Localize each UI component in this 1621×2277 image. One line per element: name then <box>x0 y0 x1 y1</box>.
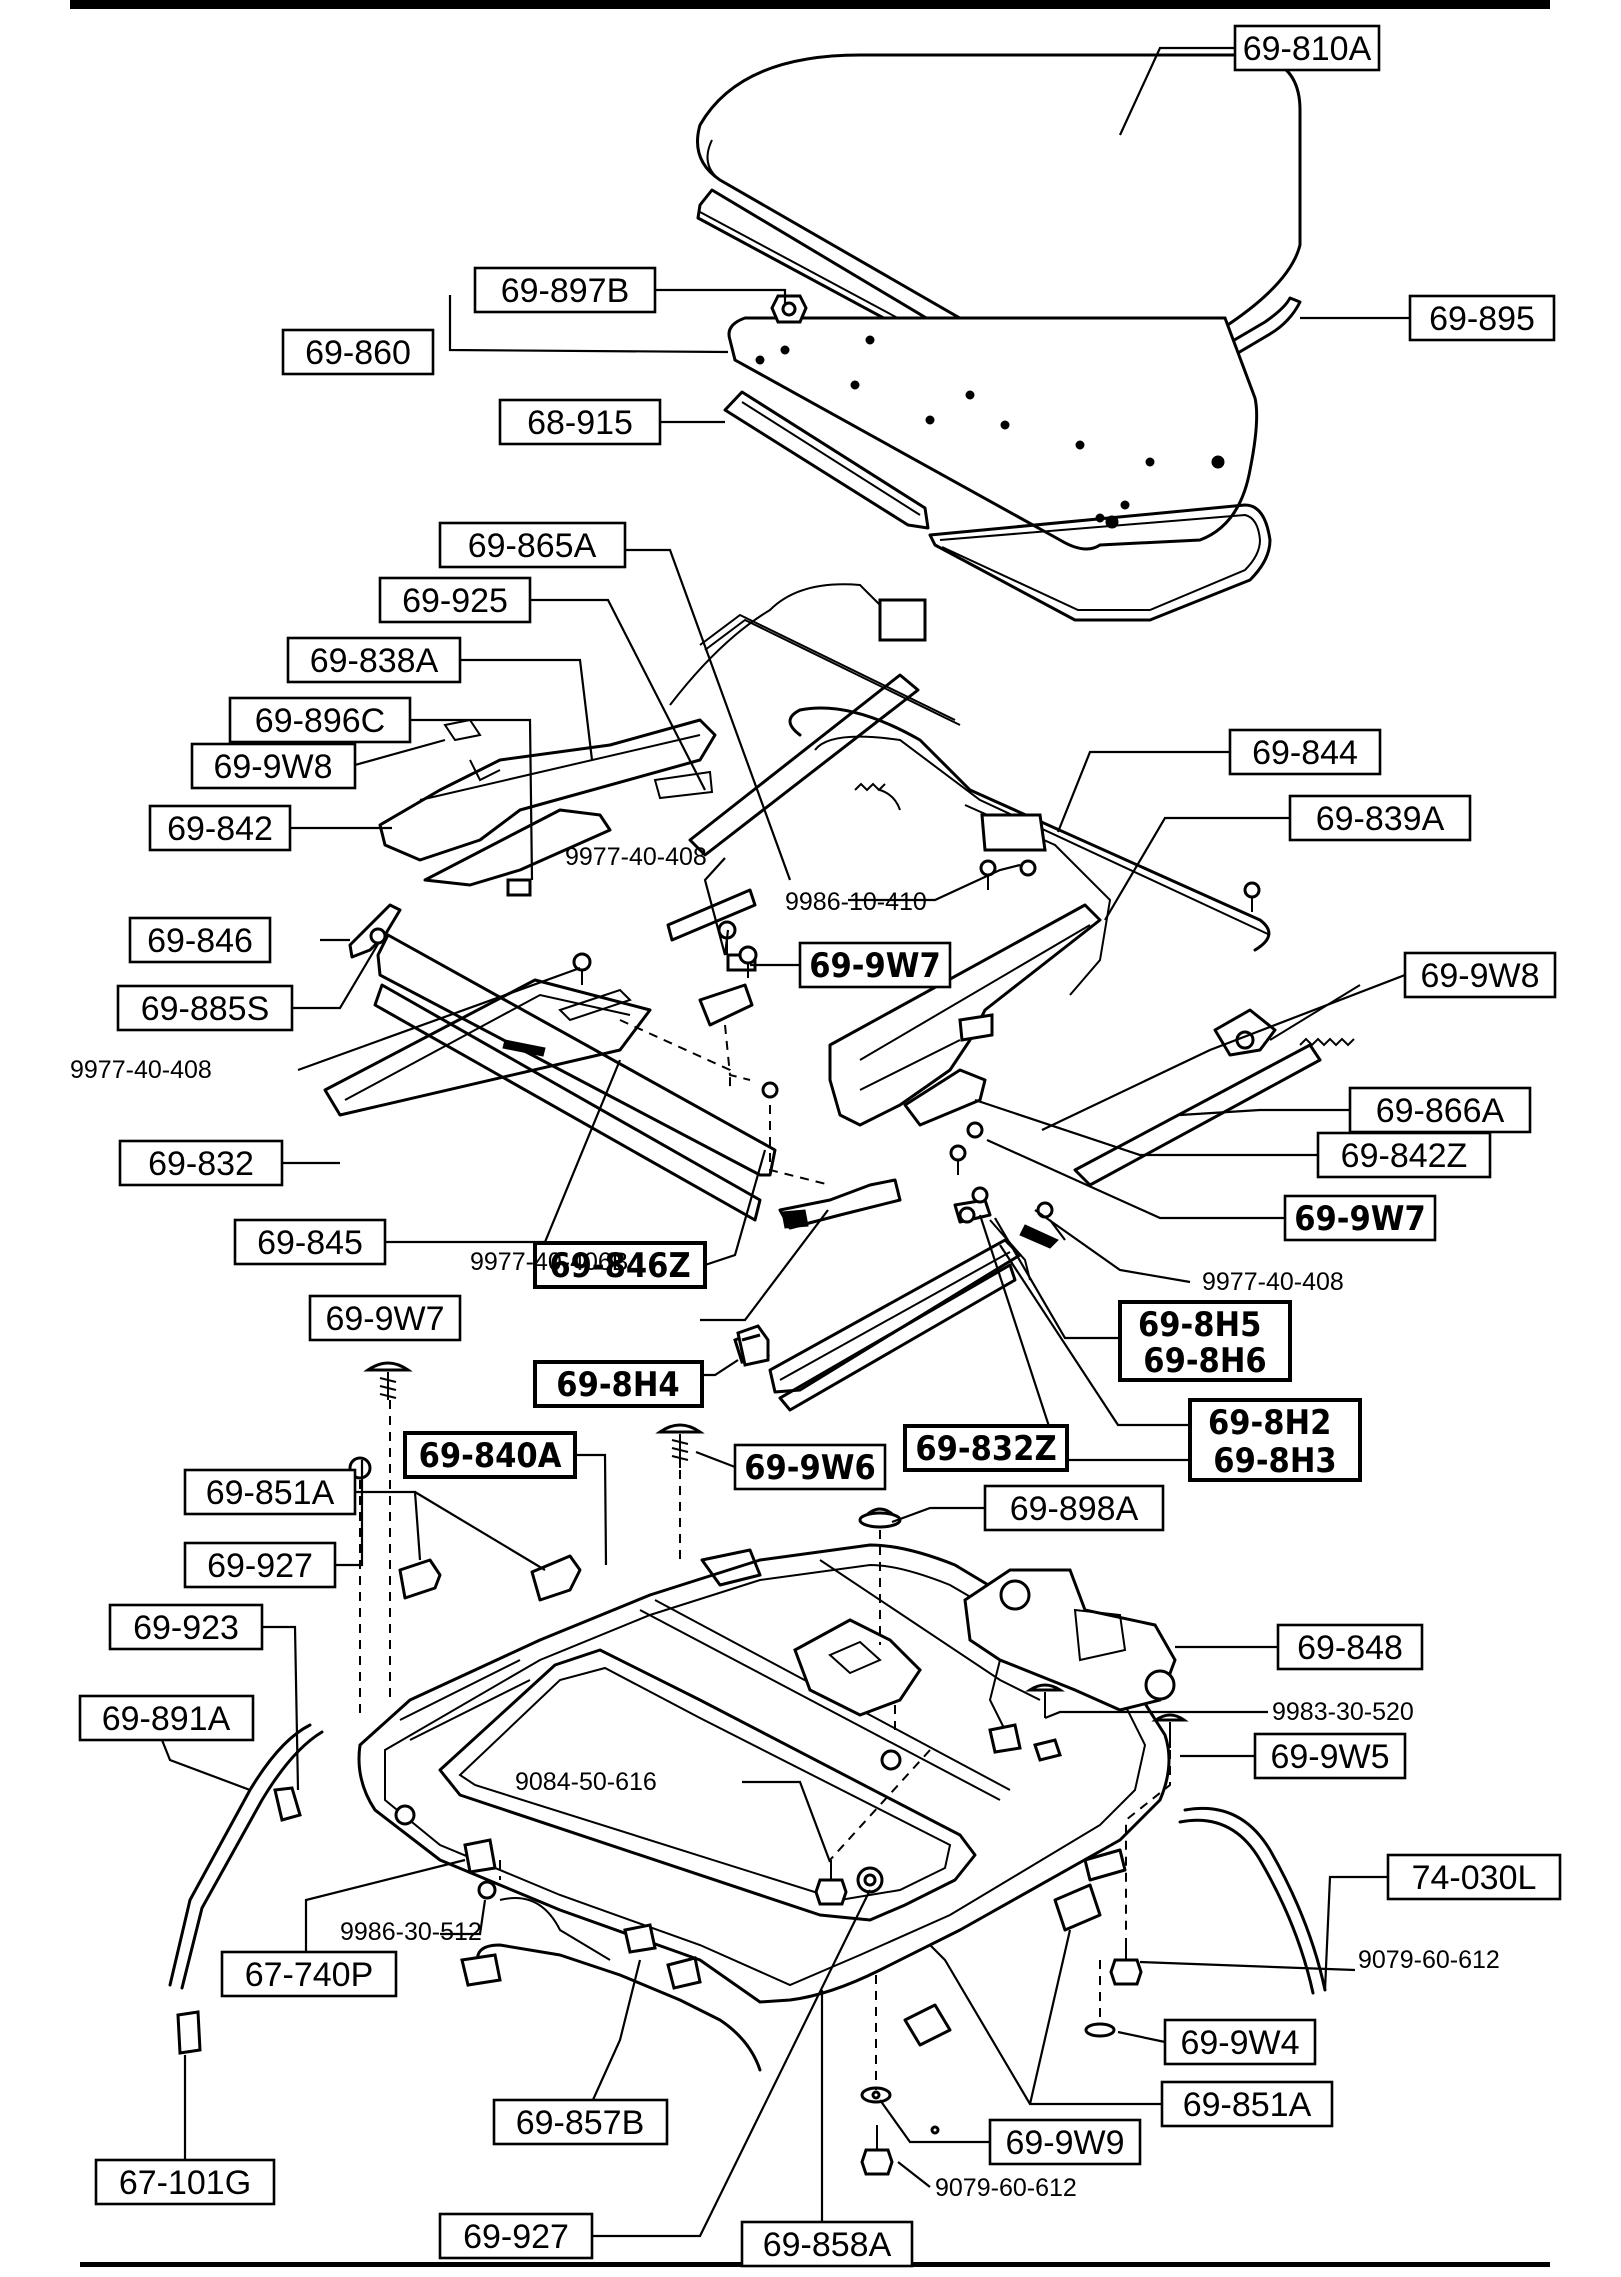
parts-art <box>168 53 1361 2176</box>
label-69-8H5: 69-8H5 <box>1138 1305 1261 1345</box>
plain-9986-10-410: 9986-10-410 <box>785 888 927 916</box>
label-74-030L: 74-030L <box>1412 1859 1537 1897</box>
left-guide-rail <box>323 978 652 1117</box>
label-69-891A: 69-891A <box>102 1700 231 1738</box>
label-69-845: 69-845 <box>257 1224 363 1262</box>
plain-9079-60-612-bottom: 9079-60-612 <box>935 2174 1077 2202</box>
label-69-8H5-8H6: 69-8H5 69-8H6 <box>1138 1305 1272 1381</box>
label-69-8H2-8H3: 69-8H2 69-8H3 <box>1208 1403 1342 1481</box>
plain-9977-40-406B: 9977-40-406B <box>470 1248 628 1276</box>
label-69-927-bottom: 69-927 <box>463 2218 569 2256</box>
label-boxes <box>78 24 1562 2268</box>
label-69-9W8-left: 69-9W8 <box>213 748 332 786</box>
label-69-9W7-right: 69-9W7 <box>1294 1199 1426 1239</box>
label-69-840A: 69-840A <box>419 1436 562 1476</box>
rear-link-rod <box>1073 1043 1322 1187</box>
drive-cable <box>669 583 881 706</box>
wire-harness <box>476 1943 762 2072</box>
label-69-844: 69-844 <box>1252 734 1358 772</box>
plain-part-numbers: 9977-40-408 9986-10-410 9977-40-408 9977… <box>70 843 1500 2202</box>
label-69-8H4: 69-8H4 <box>556 1365 679 1405</box>
label-69-9W7-left: 69-9W7 <box>325 1300 444 1338</box>
label-69-885S: 69-885S <box>141 990 270 1028</box>
label-69-866A: 69-866A <box>1376 1092 1505 1130</box>
label-69-846Z: 69-846Z <box>549 1246 690 1286</box>
left-rail <box>376 933 777 1177</box>
rear-drain-hose-right <box>1183 1806 1327 1992</box>
glass-weatherstrip <box>696 188 1302 426</box>
label-69-839A: 69-839A <box>1316 800 1445 838</box>
plain-9977-40-408-a: 9977-40-408 <box>565 843 707 871</box>
label-69-896C: 69-896C <box>255 702 385 740</box>
label-69-8H2: 69-8H2 <box>1208 1403 1331 1443</box>
label-69-8H6: 69-8H6 <box>1143 1341 1266 1381</box>
label-69-848: 69-848 <box>1297 1629 1403 1667</box>
label-69-851A-top: 69-851A <box>206 1474 335 1512</box>
label-69-832Z: 69-832Z <box>915 1429 1056 1469</box>
label-69-865A: 69-865A <box>468 527 597 565</box>
label-69-925: 69-925 <box>402 582 508 620</box>
plain-9079-60-612-right: 9079-60-612 <box>1358 1946 1500 1974</box>
plain-9977-40-408-c: 9977-40-408 <box>1202 1268 1344 1296</box>
plain-9977-40-408-b: 9977-40-408 <box>70 1056 212 1084</box>
leader-lines <box>160 46 1410 2238</box>
label-69-851A-bottom: 69-851A <box>1183 2086 1312 2124</box>
label-69-810A: 69-810A <box>1243 30 1372 68</box>
label-69-857B: 69-857B <box>516 2104 645 2142</box>
plain-9986-30-512: 9986-30-512 <box>340 1918 482 1946</box>
label-69-8H3: 69-8H3 <box>1213 1441 1336 1481</box>
label-69-9W7-center: 69-9W7 <box>809 946 941 986</box>
label-69-832: 69-832 <box>148 1145 254 1183</box>
label-69-9W8-right: 69-9W8 <box>1420 957 1539 995</box>
glass-panel <box>696 53 1302 386</box>
label-69-898A: 69-898A <box>1010 1490 1139 1528</box>
label-69-897B: 69-897B <box>501 272 630 310</box>
label-69-838A: 69-838A <box>310 642 439 680</box>
label-68-915: 68-915 <box>527 404 633 442</box>
glass-frame-plate <box>727 316 1259 551</box>
front-drain-hose-left <box>168 1723 312 1987</box>
label-69-858A: 69-858A <box>763 2226 892 2264</box>
label-69-895: 69-895 <box>1429 300 1535 338</box>
label-69-9W4: 69-9W4 <box>1180 2024 1299 2062</box>
frame-seal <box>723 390 1272 622</box>
right-drive-cable <box>788 706 1271 952</box>
plate-holes <box>755 335 1225 529</box>
sunroof-motor <box>963 1568 1177 1712</box>
bottom-fasteners <box>348 1456 1143 2176</box>
left-slide-assembly <box>378 718 717 862</box>
label-69-9W9: 69-9W9 <box>1005 2124 1124 2162</box>
plain-9983-30-520: 9983-30-520 <box>1272 1698 1414 1726</box>
label-69-9W6: 69-9W6 <box>744 1448 876 1488</box>
plain-9084-50-616: 9084-50-616 <box>515 1768 657 1796</box>
label-69-923: 69-923 <box>133 1609 239 1647</box>
label-69-9W5: 69-9W5 <box>1270 1738 1389 1776</box>
top-border <box>70 0 1550 9</box>
label-69-846: 69-846 <box>147 922 253 960</box>
right-slide-assembly <box>828 903 1102 1127</box>
label-67-101G: 67-101G <box>119 2164 251 2202</box>
sunroof-housing-frame <box>357 1543 1171 2004</box>
label-texts: 69-810A 69-897B 69-860 69-895 68-915 69-… <box>102 30 1540 2264</box>
label-69-842: 69-842 <box>167 810 273 848</box>
label-69-842Z: 69-842Z <box>1341 1137 1468 1175</box>
housing-opening <box>438 1648 977 1922</box>
label-67-740P: 67-740P <box>245 1956 374 1994</box>
label-69-860: 69-860 <box>305 334 411 372</box>
label-69-927-top: 69-927 <box>207 1547 313 1585</box>
